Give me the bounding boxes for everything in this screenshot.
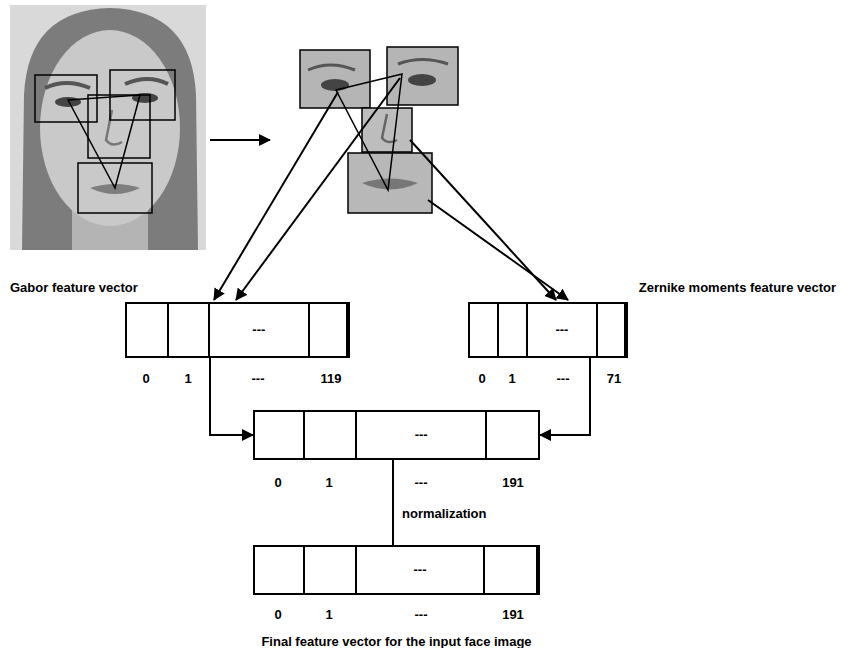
- index-number: ---: [557, 372, 570, 387]
- arrow: [210, 139, 270, 141]
- index-number: 1: [508, 372, 515, 387]
- edge-label: normalization: [400, 507, 489, 522]
- vector-cell: ---: [528, 304, 598, 356]
- feature-vector: ---: [253, 410, 540, 460]
- face-photo: [10, 5, 206, 250]
- connector-arrow: [210, 358, 253, 435]
- vector-cell: [598, 304, 626, 356]
- vector-cell: ---: [357, 547, 485, 593]
- vector-cell: [169, 304, 210, 356]
- index-number: 0: [478, 372, 485, 387]
- face-patches: [300, 47, 458, 213]
- index-number: 191: [502, 476, 524, 491]
- vector-heading-box: Gabor feature vector: [10, 278, 138, 296]
- vector-cell: [499, 304, 528, 356]
- vector-cell: ---: [210, 304, 310, 356]
- cell-text: ---: [555, 323, 568, 338]
- index-number: 0: [142, 372, 149, 387]
- cell-text: ---: [415, 428, 428, 443]
- index-number: ---: [415, 608, 428, 623]
- vector-cell: [255, 547, 305, 593]
- vector-heading-box: Zernike moments feature vector: [639, 278, 836, 296]
- vector-cell: [127, 304, 169, 356]
- feature-vector: ---Gabor feature vector: [125, 302, 350, 358]
- connector-arrow: [540, 358, 590, 435]
- cell-text: ---: [413, 563, 426, 578]
- vector-cell: [255, 412, 305, 458]
- feature-vector: ---Final feature vector for the input fa…: [253, 545, 540, 595]
- vector-heading: Final feature vector for the input face …: [261, 634, 531, 648]
- vector-heading-box: Final feature vector for the input face …: [261, 632, 531, 648]
- vector-cell: [470, 304, 499, 356]
- vector-cell: [485, 547, 538, 593]
- vector-cell: ---: [357, 412, 486, 458]
- index-number: 71: [607, 372, 621, 387]
- vector-cell: [487, 412, 538, 458]
- feature-arrows: [214, 78, 568, 300]
- feature-vector: ---Zernike moments feature vector: [468, 302, 628, 358]
- index-number: ---: [415, 476, 428, 491]
- index-number: ---: [252, 372, 265, 387]
- vector-heading: Zernike moments feature vector: [639, 280, 836, 295]
- cell-text: ---: [252, 323, 265, 338]
- vector-heading: Gabor feature vector: [10, 280, 138, 295]
- index-number: 1: [325, 608, 332, 623]
- vector-cell: [310, 304, 348, 356]
- vector-cell: [305, 547, 357, 593]
- index-number: 119: [321, 372, 342, 387]
- index-number: 191: [502, 608, 524, 623]
- index-number: 1: [325, 476, 332, 491]
- connector-arrow: [392, 460, 394, 545]
- index-number: 0: [274, 476, 281, 491]
- index-number: 0: [274, 608, 281, 623]
- vector-cell: [305, 412, 357, 458]
- index-number: 1: [184, 372, 191, 387]
